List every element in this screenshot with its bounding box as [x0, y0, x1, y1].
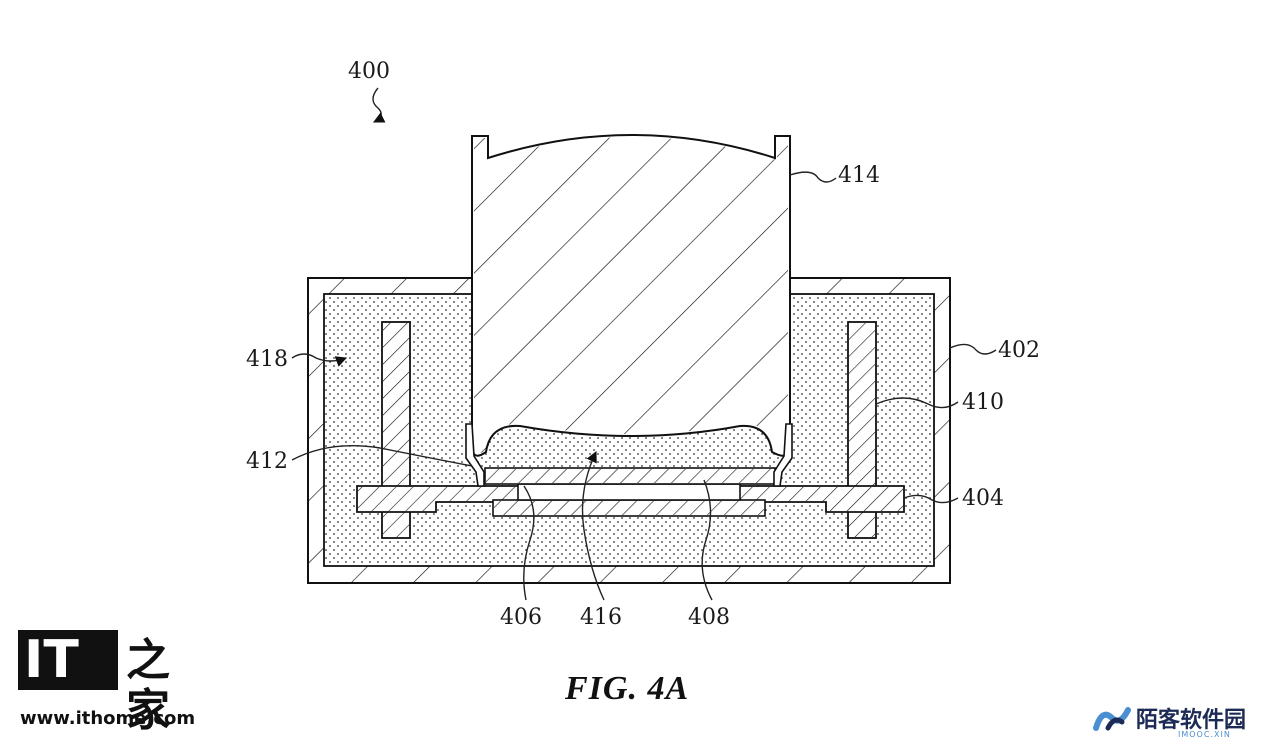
ithome-url: www.ithome.com: [20, 708, 196, 729]
leader-416: [581, 450, 605, 601]
label-418: 418: [246, 347, 288, 372]
ithome-mark: IT: [18, 630, 118, 690]
holder-412-right: [773, 423, 793, 487]
label-414: 414: [838, 163, 880, 188]
mooc-icon: [1093, 707, 1131, 731]
mooc-sub-text: IMOOC.XIN: [1178, 730, 1231, 739]
ref-400: 400: [348, 59, 390, 84]
leader-402: [949, 343, 997, 355]
label-402: 402: [998, 338, 1040, 363]
leader-414: [789, 171, 837, 183]
figure-caption: FIG. 4A: [565, 670, 690, 707]
label-404: 404: [962, 486, 1004, 511]
label-406: 406: [500, 605, 542, 630]
holder-412: [465, 423, 485, 487]
mooc-cn-text: 陌客软件园: [1136, 708, 1247, 733]
ithome-logo: IT 之家 www.ithome.com: [18, 630, 198, 740]
leader-418: [291, 353, 348, 367]
label-410: 410: [962, 390, 1004, 415]
label-408: 408: [688, 605, 730, 630]
ithome-cn-text: 之家: [126, 635, 170, 736]
label-416: 416: [580, 605, 622, 630]
leader-412: [291, 445, 473, 467]
mooc-logo: 陌客软件园 IMOOC.XIN: [1092, 700, 1272, 742]
leader-406: [523, 485, 535, 601]
leader-408: [701, 479, 713, 601]
lens-414-hatch: [474, 137, 788, 453]
leader-400: [372, 87, 386, 123]
leader-404: [903, 494, 959, 504]
die-408-top-hatch: [486, 469, 774, 483]
ithome-mark-text: IT: [24, 630, 79, 690]
label-412: 412: [246, 449, 288, 474]
plate-406-hatch: [494, 501, 764, 515]
leader-410: [875, 397, 959, 409]
